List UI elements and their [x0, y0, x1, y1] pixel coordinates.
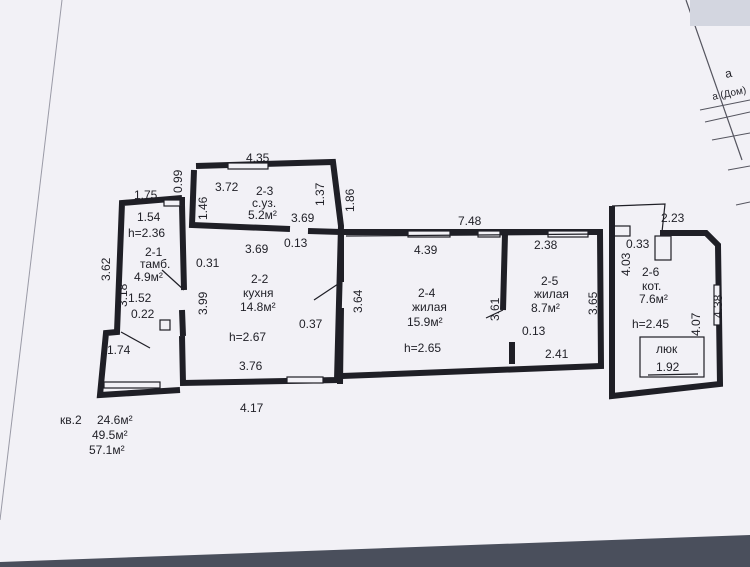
- dim-3-69: 3.69: [245, 242, 269, 256]
- dim-3-61: 3.61: [488, 297, 502, 321]
- hatch-value: 1.92: [656, 360, 680, 374]
- dim-4-39: 4.39: [414, 243, 438, 257]
- door-swing: [161, 269, 185, 291]
- right-frame-line: [727, 165, 750, 171]
- dim-3-69-top: 3.69: [291, 211, 315, 225]
- room-2-6-height: h=2.45: [632, 317, 669, 331]
- window: [713, 284, 721, 326]
- dim-3-76: 3.76: [239, 359, 263, 373]
- room-2-3-name: с.уз.: [252, 196, 276, 210]
- dim-7-48: 7.48: [458, 214, 482, 228]
- window: [477, 230, 501, 238]
- small-box: [159, 319, 171, 331]
- dim-3-18: 3.18: [116, 283, 130, 307]
- wall-room-25: [500, 233, 515, 364]
- apartment-area-1: 24.6м²: [97, 413, 133, 427]
- wall-outer: [179, 158, 345, 387]
- room-2-4-area: 15.9м²: [407, 315, 443, 329]
- dim-2-23: 2.23: [661, 211, 685, 225]
- dim-2-41: 2.41: [545, 347, 569, 361]
- hatch-value-underline: [647, 373, 699, 376]
- corner-marker: а: [724, 66, 734, 81]
- room-2-6-number: 2-6: [642, 265, 660, 279]
- room-2-1-name: тамб.: [140, 257, 170, 271]
- room-2-2-area: 14.8м²: [240, 300, 276, 314]
- boiler-outline: [611, 203, 666, 233]
- room-2-2-name: кухня: [243, 286, 274, 300]
- room-2-4-height: h=2.65: [404, 341, 441, 355]
- room-2-1-height: h=2.36: [128, 226, 165, 240]
- apartment-label: кв.2: [60, 413, 82, 427]
- dim-1-52: 1.52: [128, 291, 152, 305]
- paper-edge-line: [0, 0, 63, 521]
- right-frame-line: [699, 99, 750, 111]
- right-frame-line: [735, 201, 750, 206]
- dim-3-99: 3.99: [196, 291, 210, 315]
- window: [227, 162, 269, 170]
- corner-stamp: [690, 0, 750, 26]
- room-2-5-area: 8.7м²: [531, 301, 560, 315]
- door-swing: [313, 281, 342, 301]
- dim-0-31: 0.31: [196, 256, 220, 270]
- room-2-6-area: 7.6м²: [639, 292, 668, 306]
- dim-3-64: 3.64: [351, 289, 365, 313]
- window: [103, 381, 161, 389]
- room-2-5-number: 2-5: [541, 274, 559, 288]
- room-2-2-height: h=2.67: [229, 330, 266, 344]
- wall-bath: [188, 169, 342, 235]
- hatch-label: люк: [656, 342, 678, 356]
- apartment-area-3: 57.1м²: [89, 443, 125, 457]
- dim-0-13: 0.13: [284, 236, 308, 250]
- dim-2-38: 2.38: [534, 238, 558, 252]
- room-2-5-name: жилая: [534, 287, 569, 301]
- dim-3-72: 3.72: [215, 180, 239, 194]
- room-2-4-number: 2-4: [418, 286, 436, 300]
- dim-1-37: 1.37: [313, 182, 327, 206]
- dim-4-35: 4.35: [246, 151, 270, 165]
- dim-3-65: 3.65: [586, 291, 600, 315]
- dim-line: [345, 233, 601, 237]
- room-2-2-number: 2-2: [251, 272, 269, 286]
- room-2-1-area: 4.9м²: [134, 270, 163, 284]
- room-2-3-area: 5.2м²: [248, 208, 277, 222]
- dim-0-22: 0.22: [131, 307, 155, 321]
- right-frame-line: [685, 0, 743, 161]
- dim-1-86: 1.86: [343, 188, 357, 212]
- door-swing: [120, 331, 151, 349]
- wall-vestibule-inner: [179, 204, 187, 337]
- room-2-3-number: 2-3: [256, 184, 274, 198]
- wall-vestibule: [96, 195, 185, 399]
- wall-living-block: [341, 229, 605, 379]
- dim-4-17: 4.17: [240, 401, 264, 415]
- dim-0-13-room25: 0.13: [522, 324, 546, 338]
- dim-3-62: 3.62: [99, 257, 113, 281]
- room-2-6-name: кот.: [642, 279, 661, 293]
- door-swing: [485, 309, 504, 319]
- dim-4-38: 4.38: [711, 294, 725, 318]
- room-2-4-name: жилая: [412, 300, 447, 314]
- right-frame-line: [711, 132, 750, 141]
- dim-1-74: 1.74: [107, 343, 131, 357]
- dim-4-07: 4.07: [689, 312, 703, 336]
- boiler-box: [611, 225, 631, 237]
- dim-0-99: 0.99: [171, 169, 185, 193]
- window: [286, 376, 324, 384]
- apartment-area-2: 49.5м²: [92, 428, 128, 442]
- window: [163, 199, 181, 207]
- dim-0-33: 0.33: [626, 237, 650, 251]
- hatch-box: [639, 336, 705, 378]
- dim-0-37: 0.37: [299, 317, 323, 331]
- dim-1-75: 1.75: [134, 188, 158, 202]
- room-2-1-number: 2-1: [145, 245, 163, 259]
- boiler-equipment: [654, 235, 672, 261]
- wall-kitchen-right: [337, 232, 344, 385]
- dim-1-46: 1.46: [196, 196, 210, 220]
- dim-1-54: 1.54: [137, 210, 161, 224]
- window: [407, 230, 451, 238]
- dim-4-03: 4.03: [619, 252, 633, 276]
- right-frame-line: [704, 111, 750, 123]
